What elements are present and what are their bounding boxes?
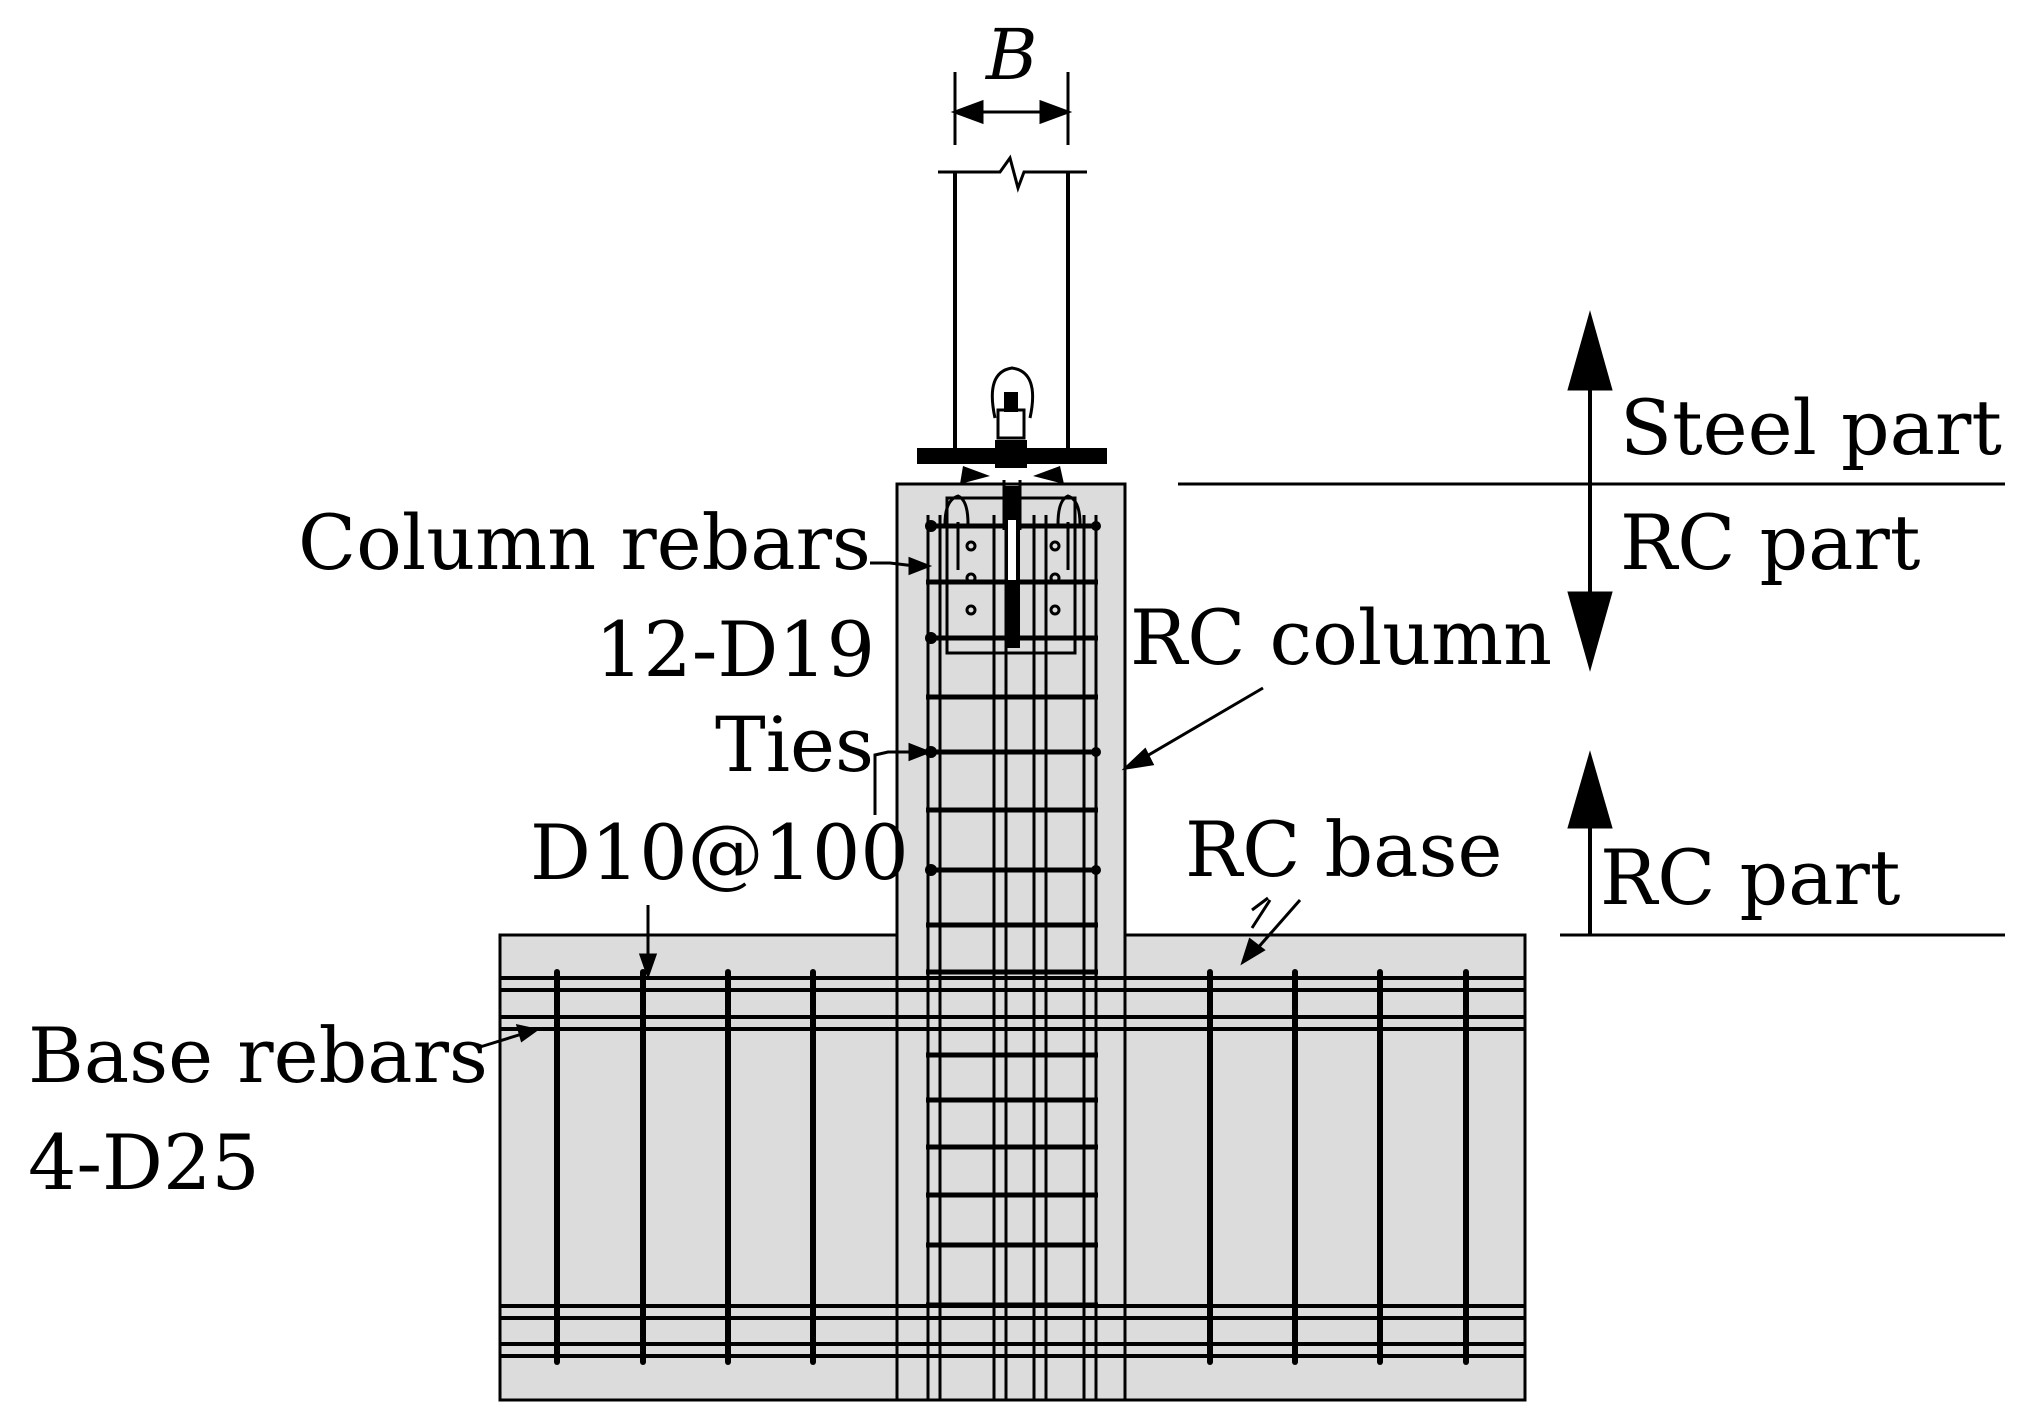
rc-part-lower-label: RC part <box>1600 833 1901 922</box>
rc-base-arrow <box>1240 899 1302 966</box>
column-rebars-spec-label: 12-D19 <box>595 605 876 694</box>
base-ties <box>554 969 1469 1365</box>
bolt-loop <box>990 366 1035 419</box>
range-arrows <box>1567 310 1613 935</box>
rc-base-label: RC base <box>1185 805 1503 894</box>
steel-column <box>953 172 1070 448</box>
break-line <box>938 154 1087 193</box>
rc-column-label: RC column <box>1130 593 1553 682</box>
leader-lines <box>479 556 1269 1049</box>
base-plate <box>917 392 1107 484</box>
base-rebars-spec-label: 4-D25 <box>28 1118 260 1207</box>
dimension-b-label: B <box>986 14 1038 96</box>
ties-name-label: Ties <box>715 700 874 789</box>
base-rebars-top <box>500 976 1525 1031</box>
anchor-bolt <box>1005 486 1020 648</box>
ties-spec-label: D10@100 <box>530 808 909 897</box>
rc-part-upper-label: RC part <box>1620 498 1921 587</box>
dimension-b <box>950 72 1073 145</box>
column-rebars <box>926 515 1098 1400</box>
steel-part-label: Steel part <box>1620 383 2002 472</box>
column-rebar-dots <box>925 520 1101 876</box>
base-rebars-name-label: Base rebars <box>28 1011 488 1100</box>
column-rebars-name-label: Column rebars <box>298 498 871 587</box>
